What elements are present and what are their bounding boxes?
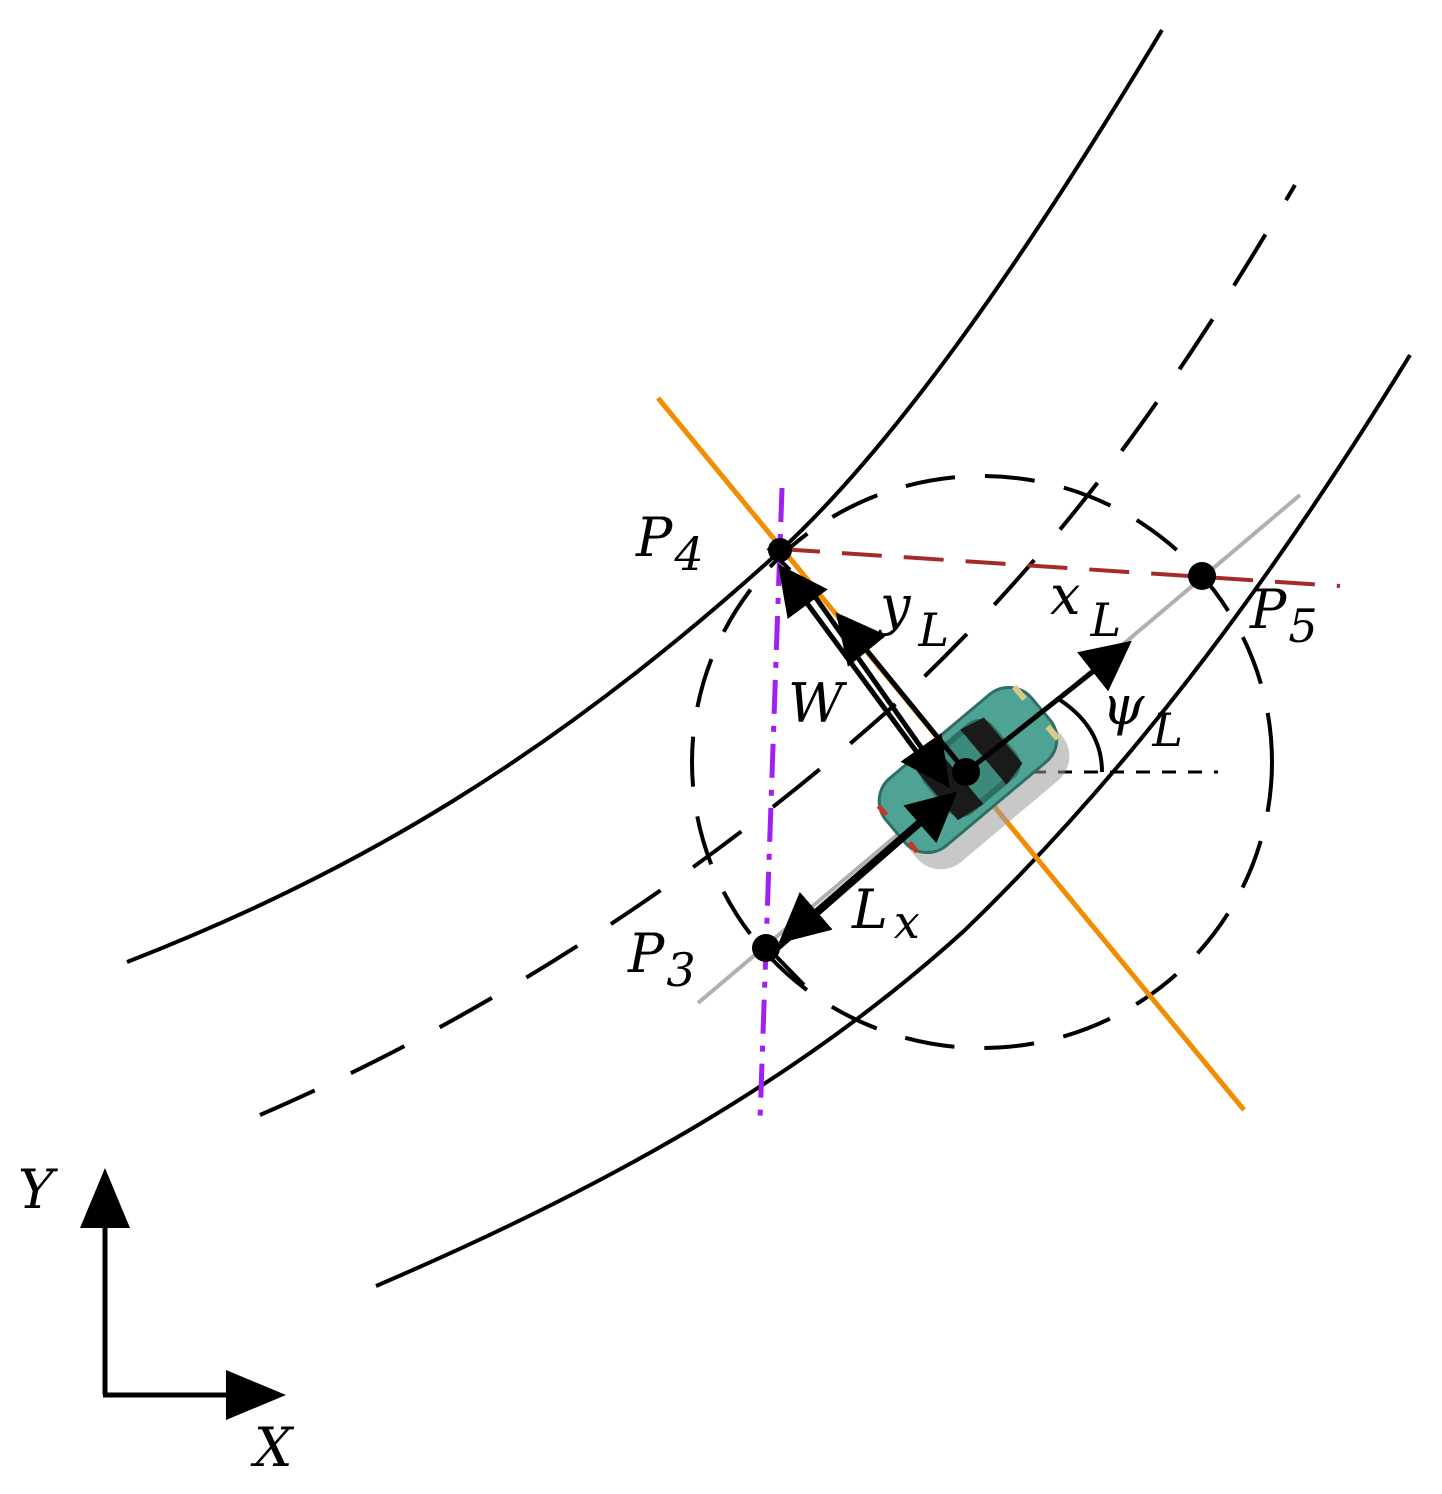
point-p5 bbox=[1188, 562, 1216, 590]
label-axis-x: X bbox=[250, 1416, 295, 1479]
road-center-dashed bbox=[259, 183, 1297, 1117]
road-right-boundary bbox=[375, 353, 1412, 1288]
detection-range-ellipse bbox=[690, 474, 1274, 1050]
x-local-axis-arrow bbox=[964, 640, 1132, 774]
length-arrow-to-center bbox=[774, 791, 958, 952]
p4-p5-dashed-line bbox=[779, 547, 1341, 588]
label-axis-y: Y bbox=[18, 1158, 58, 1221]
point-p3 bbox=[752, 934, 780, 962]
width-arrow-to-center bbox=[799, 576, 950, 789]
label-p4: P4 bbox=[635, 506, 704, 581]
label-p3: P3 bbox=[627, 922, 696, 997]
vertical-reference-line bbox=[757, 487, 785, 1121]
label-width: W bbox=[788, 672, 848, 735]
point-p4 bbox=[768, 538, 792, 562]
heading-angle-arc bbox=[1058, 698, 1104, 773]
label-p5: P5 bbox=[1249, 578, 1318, 653]
vehicle-center-point bbox=[952, 758, 980, 786]
